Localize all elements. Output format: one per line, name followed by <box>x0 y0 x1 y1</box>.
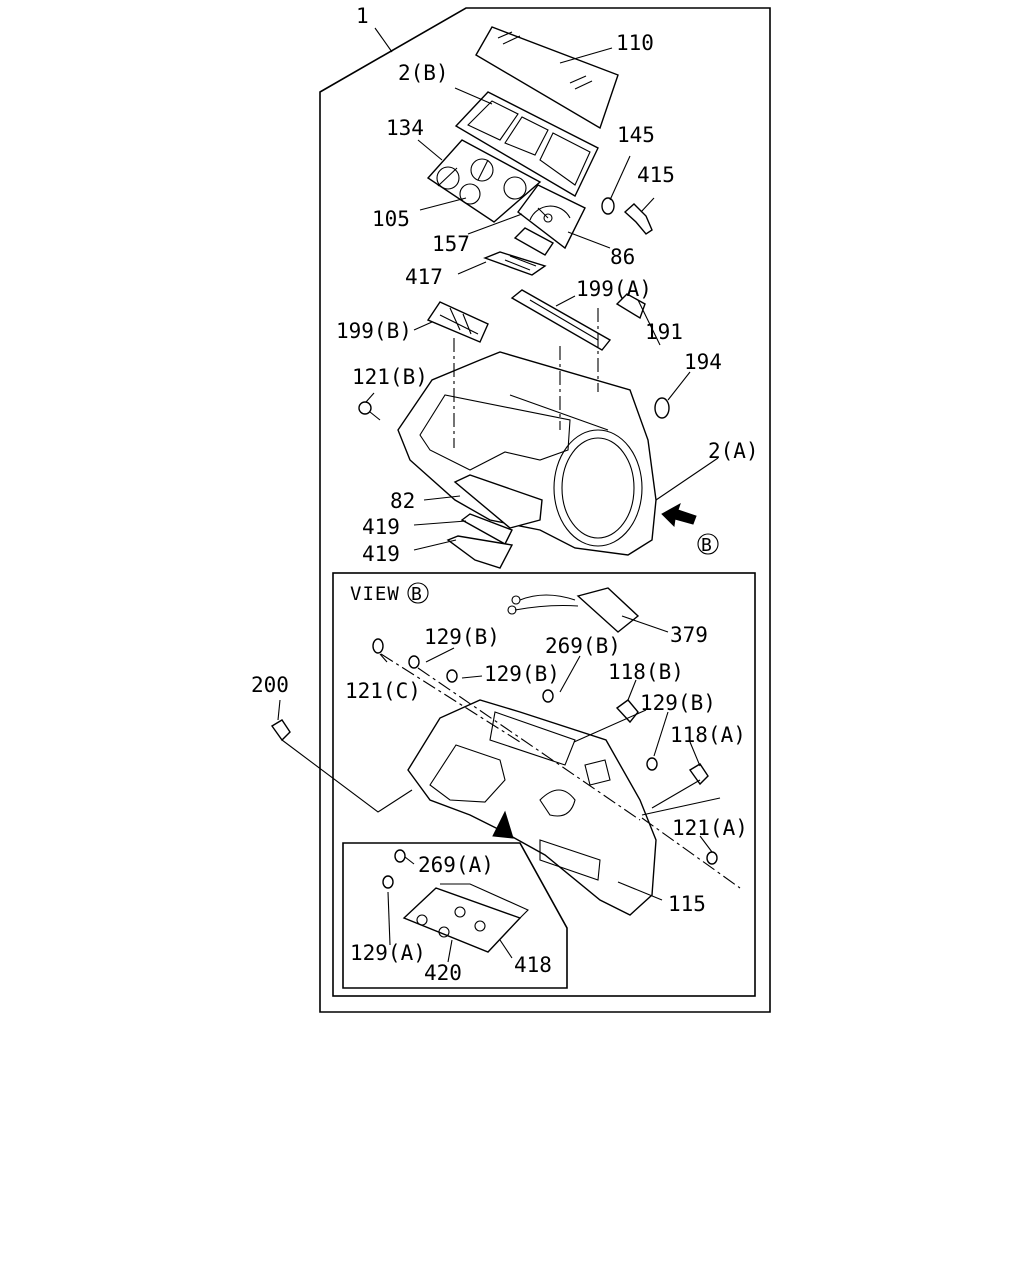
callout-1: 1 <box>356 4 369 28</box>
callout-418: 418 <box>514 953 552 977</box>
callout-129a: 129(A) <box>350 941 426 965</box>
callout-199b: 199(B) <box>336 319 412 343</box>
callout-129b-1: 129(B) <box>424 625 500 649</box>
inset-frame <box>342 842 568 989</box>
view-b-title-text: VIEW <box>350 583 400 605</box>
view-b-direction-marker <box>492 810 514 839</box>
bolt-118b-part <box>615 699 639 724</box>
callout-199a: 199(A) <box>576 277 652 301</box>
callout-269b: 269(B) <box>545 634 621 658</box>
lens-glass-part <box>475 26 619 130</box>
callout-82: 82 <box>390 489 415 513</box>
gauge-panel-part <box>426 139 542 223</box>
screw-129b-1-part <box>408 655 420 669</box>
view-b-title: VIEW B <box>350 582 429 605</box>
callout-269a: 269(A) <box>418 853 494 877</box>
callout-2b: 2(B) <box>398 61 449 85</box>
screw-129b-3-part <box>646 757 658 771</box>
leader-lines <box>277 27 741 963</box>
wiring-harness-379-part <box>507 587 640 633</box>
screw-129b-2-part <box>446 669 458 683</box>
screw-121c-part <box>372 638 384 654</box>
view-b-frame <box>332 572 756 997</box>
callout-121c: 121(C) <box>345 679 421 703</box>
callout-118a: 118(A) <box>670 723 746 747</box>
screw-121b-part <box>358 401 381 421</box>
callout-419-upper: 419 <box>362 515 400 539</box>
callout-labels: 1 110 2(B) 134 145 415 105 157 86 417 19… <box>251 4 759 985</box>
board-418-420-part <box>402 883 529 953</box>
callout-86: 86 <box>610 245 635 269</box>
spring-194-part <box>654 397 670 419</box>
callout-379: 379 <box>670 623 708 647</box>
callout-415: 415 <box>637 163 675 187</box>
callout-191: 191 <box>645 320 683 344</box>
callout-2a: 2(A) <box>708 439 759 463</box>
callout-419-lower: 419 <box>362 542 400 566</box>
callout-115: 115 <box>668 892 706 916</box>
view-b-arrow <box>661 502 697 528</box>
upper-bezel-part <box>454 91 599 197</box>
clip-419-lower-part <box>446 535 514 569</box>
callout-129b-2: 129(B) <box>484 662 560 686</box>
callout-417: 417 <box>405 265 443 289</box>
callout-194: 194 <box>684 350 722 374</box>
callout-121a: 121(A) <box>672 816 748 840</box>
bulb-191-part <box>615 293 646 320</box>
screw-129a-part <box>382 875 394 889</box>
fastener-145-part <box>601 197 615 215</box>
callout-118b: 118(B) <box>608 660 684 684</box>
lower-bracket-82-part <box>453 474 543 529</box>
view-b-marker-letter: B <box>701 535 712 556</box>
callout-110: 110 <box>616 31 654 55</box>
view-b-title-letter: B <box>411 584 422 605</box>
bulb-socket-415-part <box>623 203 653 235</box>
connector-157-part <box>513 227 555 256</box>
ribbon-connector-part <box>483 251 547 276</box>
callout-157: 157 <box>432 232 470 256</box>
callout-129b-3: 129(B) <box>640 691 716 715</box>
callout-145: 145 <box>617 123 655 147</box>
screw-269a-part <box>394 849 406 863</box>
callout-105: 105 <box>372 207 410 231</box>
screw-269b-part <box>542 689 554 703</box>
callout-420: 420 <box>424 961 462 985</box>
nut-200-part <box>270 719 291 742</box>
circuit-strip-199a-part <box>510 289 612 351</box>
bolt-118a-part <box>688 763 709 786</box>
circuit-strip-199b-part <box>426 301 489 343</box>
screw-121a-part <box>706 851 718 865</box>
main-housing-part <box>397 351 657 556</box>
assembly-frame <box>319 7 771 1013</box>
view-b-marker: B <box>697 533 719 556</box>
callout-200: 200 <box>251 673 289 697</box>
callout-134: 134 <box>386 116 424 140</box>
clip-419-upper-part <box>460 513 513 545</box>
callout-121b: 121(B) <box>352 365 428 389</box>
cluster-rear-part <box>407 699 657 916</box>
